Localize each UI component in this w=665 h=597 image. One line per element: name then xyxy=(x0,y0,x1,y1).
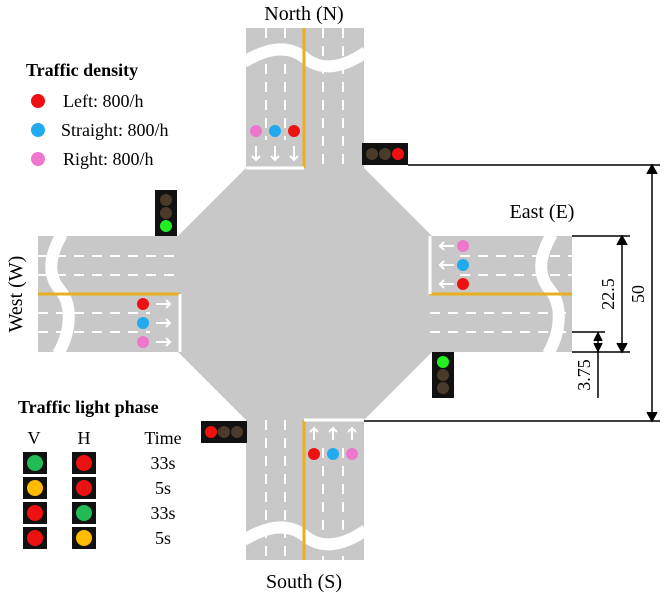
density-right-label: Right: 800/h xyxy=(63,149,154,169)
phase-3-v-light xyxy=(27,505,43,521)
label-north: North (N) xyxy=(264,3,343,25)
dimension-lane: 3.75 xyxy=(574,359,594,391)
south-right-dot xyxy=(346,448,358,460)
traffic-light-north xyxy=(362,143,408,165)
traffic-light-east xyxy=(432,352,454,398)
west-left-dot xyxy=(137,298,149,310)
traffic-light-south xyxy=(201,421,247,443)
density-straight-dot xyxy=(31,123,45,137)
phase-4-v-light xyxy=(27,530,43,546)
phase-row-4: 5s xyxy=(23,527,171,549)
label-south: South (S) xyxy=(266,571,342,593)
flow-dots xyxy=(137,125,469,460)
density-left-label: Left: 800/h xyxy=(63,91,143,111)
phase-row-3: 33s xyxy=(23,502,176,524)
dimension-lines xyxy=(364,163,660,423)
lane-dashes xyxy=(38,28,572,560)
label-east: East (E) xyxy=(510,201,575,223)
density-straight-label: Straight: 800/h xyxy=(61,120,169,140)
north-straight-dot xyxy=(269,125,281,137)
phase-title: Traffic light phase xyxy=(18,397,159,417)
west-straight-dot xyxy=(137,317,149,329)
dimension-road: 22.5 xyxy=(598,278,618,310)
phase-3-time: 33s xyxy=(150,503,175,523)
south-straight-dot xyxy=(327,448,339,460)
north-left-dot xyxy=(288,125,300,137)
phase-col-v: V xyxy=(28,428,41,448)
east-left-dot xyxy=(457,278,469,290)
dimension-total: 50 xyxy=(628,285,648,303)
density-left-dot xyxy=(31,94,45,108)
phase-col-time: Time xyxy=(144,428,181,448)
phase-col-h: H xyxy=(78,428,91,448)
phase-3-h-light xyxy=(76,505,92,521)
density-title: Traffic density xyxy=(26,60,138,80)
phase-1-time: 33s xyxy=(150,453,175,473)
label-west: West (W) xyxy=(5,256,27,333)
phase-4-time: 5s xyxy=(155,528,171,548)
phase-row-1: 33s xyxy=(23,452,176,474)
phase-1-v-light xyxy=(27,455,43,471)
west-right-dot xyxy=(137,336,149,348)
traffic-light-west xyxy=(155,190,177,236)
east-straight-dot xyxy=(457,259,469,271)
phase-2-v-light xyxy=(27,480,43,496)
north-right-dot xyxy=(250,125,262,137)
phase-row-2: 5s xyxy=(23,477,171,499)
phase-2-h-light xyxy=(76,480,92,496)
south-left-dot xyxy=(308,448,320,460)
density-right-dot xyxy=(31,152,45,166)
stop-lines xyxy=(178,166,432,422)
phase-2-time: 5s xyxy=(155,478,171,498)
phase-1-h-light xyxy=(76,455,92,471)
phase-4-h-light xyxy=(76,530,92,546)
median-lines xyxy=(38,28,572,560)
intersection-octagon xyxy=(178,168,432,420)
lane-arrows xyxy=(156,146,454,440)
east-right-dot xyxy=(457,240,469,252)
